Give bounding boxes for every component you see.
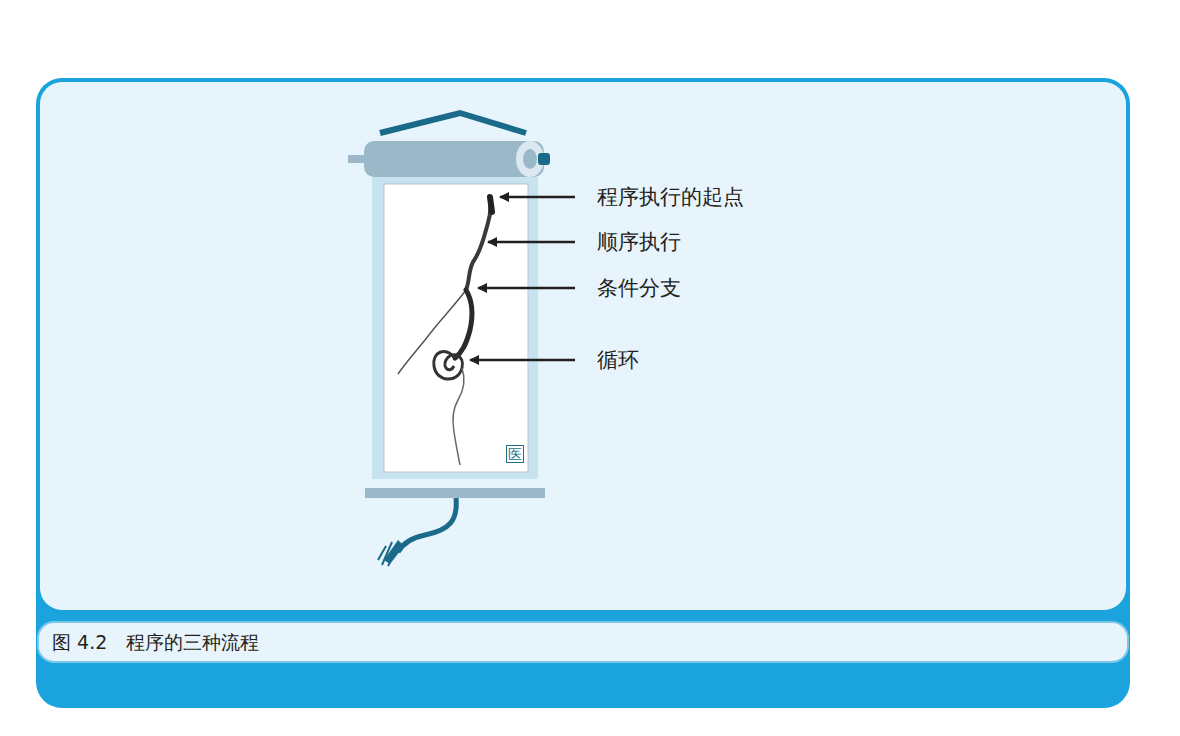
- callout-label: 程序执行的起点: [597, 184, 744, 210]
- figure-caption: 图 4.2 程序的三种流程: [52, 630, 259, 654]
- callout-label: 循环: [597, 347, 639, 373]
- seal-mark: 医: [506, 445, 524, 463]
- callout-label: 顺序执行: [597, 229, 681, 255]
- callout-label: 条件分支: [597, 275, 681, 301]
